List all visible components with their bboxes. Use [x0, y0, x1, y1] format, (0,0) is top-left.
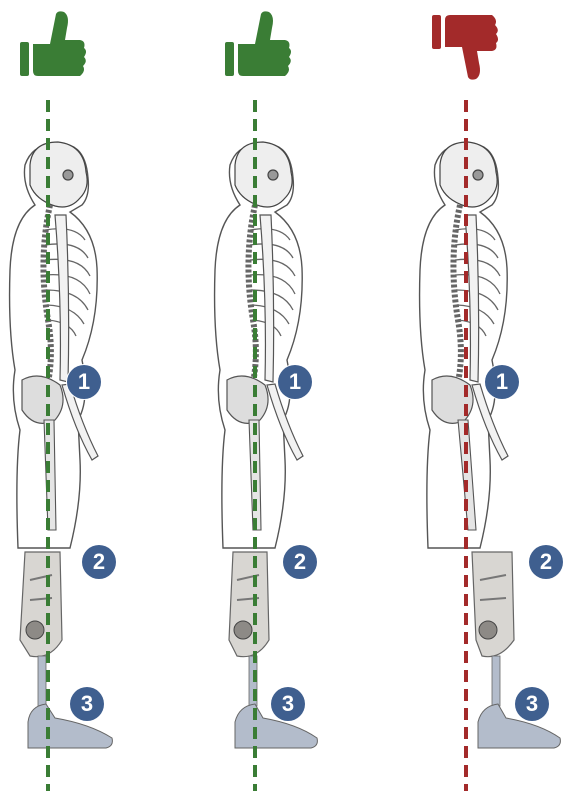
marker-2-badge: 2 — [529, 545, 563, 579]
marker-1-badge: 1 — [278, 365, 312, 399]
prosthetic-knee — [20, 552, 62, 657]
marker-1-badge: 1 — [67, 365, 101, 399]
prosthetic-pylon — [492, 656, 500, 706]
arm — [465, 215, 508, 460]
pelvis — [432, 376, 473, 423]
femur — [458, 420, 476, 530]
skull — [235, 142, 292, 207]
figure-aligned-2: 1 2 3 — [205, 0, 393, 791]
marker-2-badge: 2 — [283, 545, 317, 579]
figure-aligned-1: 1 2 3 — [0, 0, 188, 791]
thumbs-up-icon — [20, 11, 86, 76]
skeleton-prosthesis-illustration — [410, 0, 566, 791]
spine — [453, 205, 460, 395]
marker-3-badge: 3 — [515, 687, 549, 721]
arm — [55, 215, 98, 460]
skull — [30, 142, 87, 207]
thumbs-up-icon — [225, 11, 291, 76]
figure-misaligned: 1 2 3 — [410, 0, 566, 791]
prosthetic-knee — [472, 552, 514, 657]
marker-2-badge: 2 — [82, 545, 116, 579]
marker-3-badge: 3 — [271, 687, 305, 721]
pelvis — [227, 376, 268, 423]
femur — [249, 420, 261, 530]
pelvis — [22, 376, 63, 423]
prosthetic-knee — [229, 552, 269, 657]
femur — [44, 420, 56, 530]
marker-3-badge: 3 — [70, 687, 104, 721]
marker-1-badge: 1 — [485, 365, 519, 399]
skull — [440, 142, 497, 207]
prosthetic-pylon — [38, 656, 46, 706]
arm — [260, 215, 303, 460]
thumbs-down-icon — [432, 15, 498, 80]
